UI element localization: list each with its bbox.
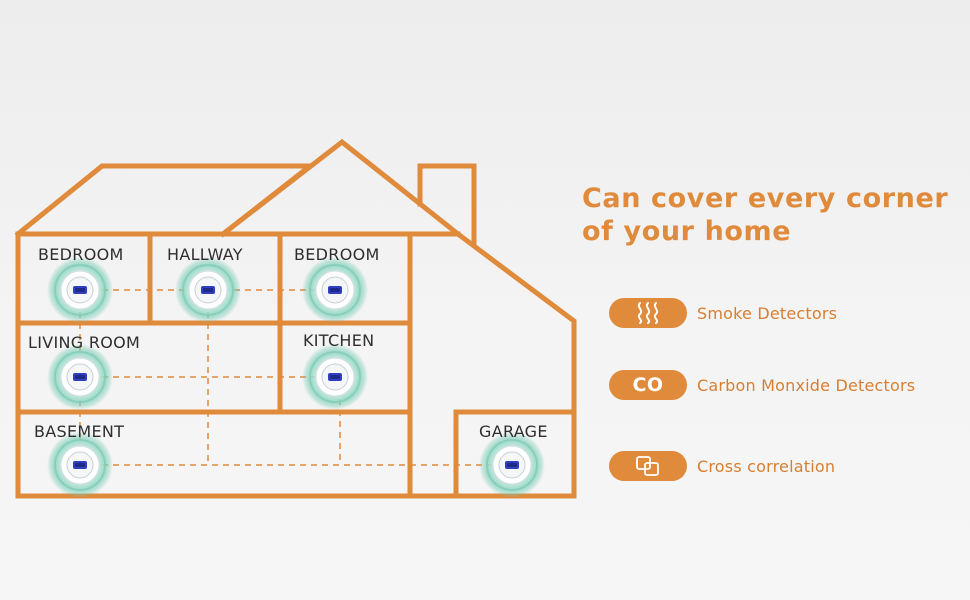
feature-smoke-detectors: Smoke Detectors [609,297,837,329]
headline-line-1: Can cover every corner [582,183,949,214]
feature-label-smoke: Smoke Detectors [697,303,838,323]
room-label-hallway: HALLWAY [167,245,243,264]
room-label-bedroom-right: BEDROOM [294,245,380,264]
detector-living-room [46,343,114,411]
co-text-icon: CO [609,370,687,400]
room-label-kitchen: KITCHEN [303,331,375,350]
co-icon-text: CO [632,374,664,396]
detector-bedroom-right [301,256,369,324]
room-label-garage: GARAGE [479,422,548,441]
room-label-bedroom-left: BEDROOM [38,245,124,264]
overlapping-squares-icon [609,451,687,481]
feature-label-co: Carbon Monxide Detectors [697,375,916,395]
house-outline [14,138,577,499]
feature-co-detectors: CO Carbon Monxide Detectors [609,369,915,401]
detector-garage [478,431,546,499]
detector-bedroom-left [46,256,114,324]
interconnect-lines [79,289,512,466]
smoke-waves-icon [609,298,687,328]
detector-hallway [174,256,242,324]
room-label-basement: BASEMENT [34,422,125,441]
feature-label-cross: Cross correlation [697,456,836,476]
headline-line-2: of your home [582,216,792,247]
detector-basement [46,431,114,499]
detector-kitchen [301,343,369,411]
feature-cross-correlation: Cross correlation [609,450,835,482]
room-label-living-room: LIVING ROOM [28,333,141,352]
headline: Can cover every corner of your home [582,182,948,248]
